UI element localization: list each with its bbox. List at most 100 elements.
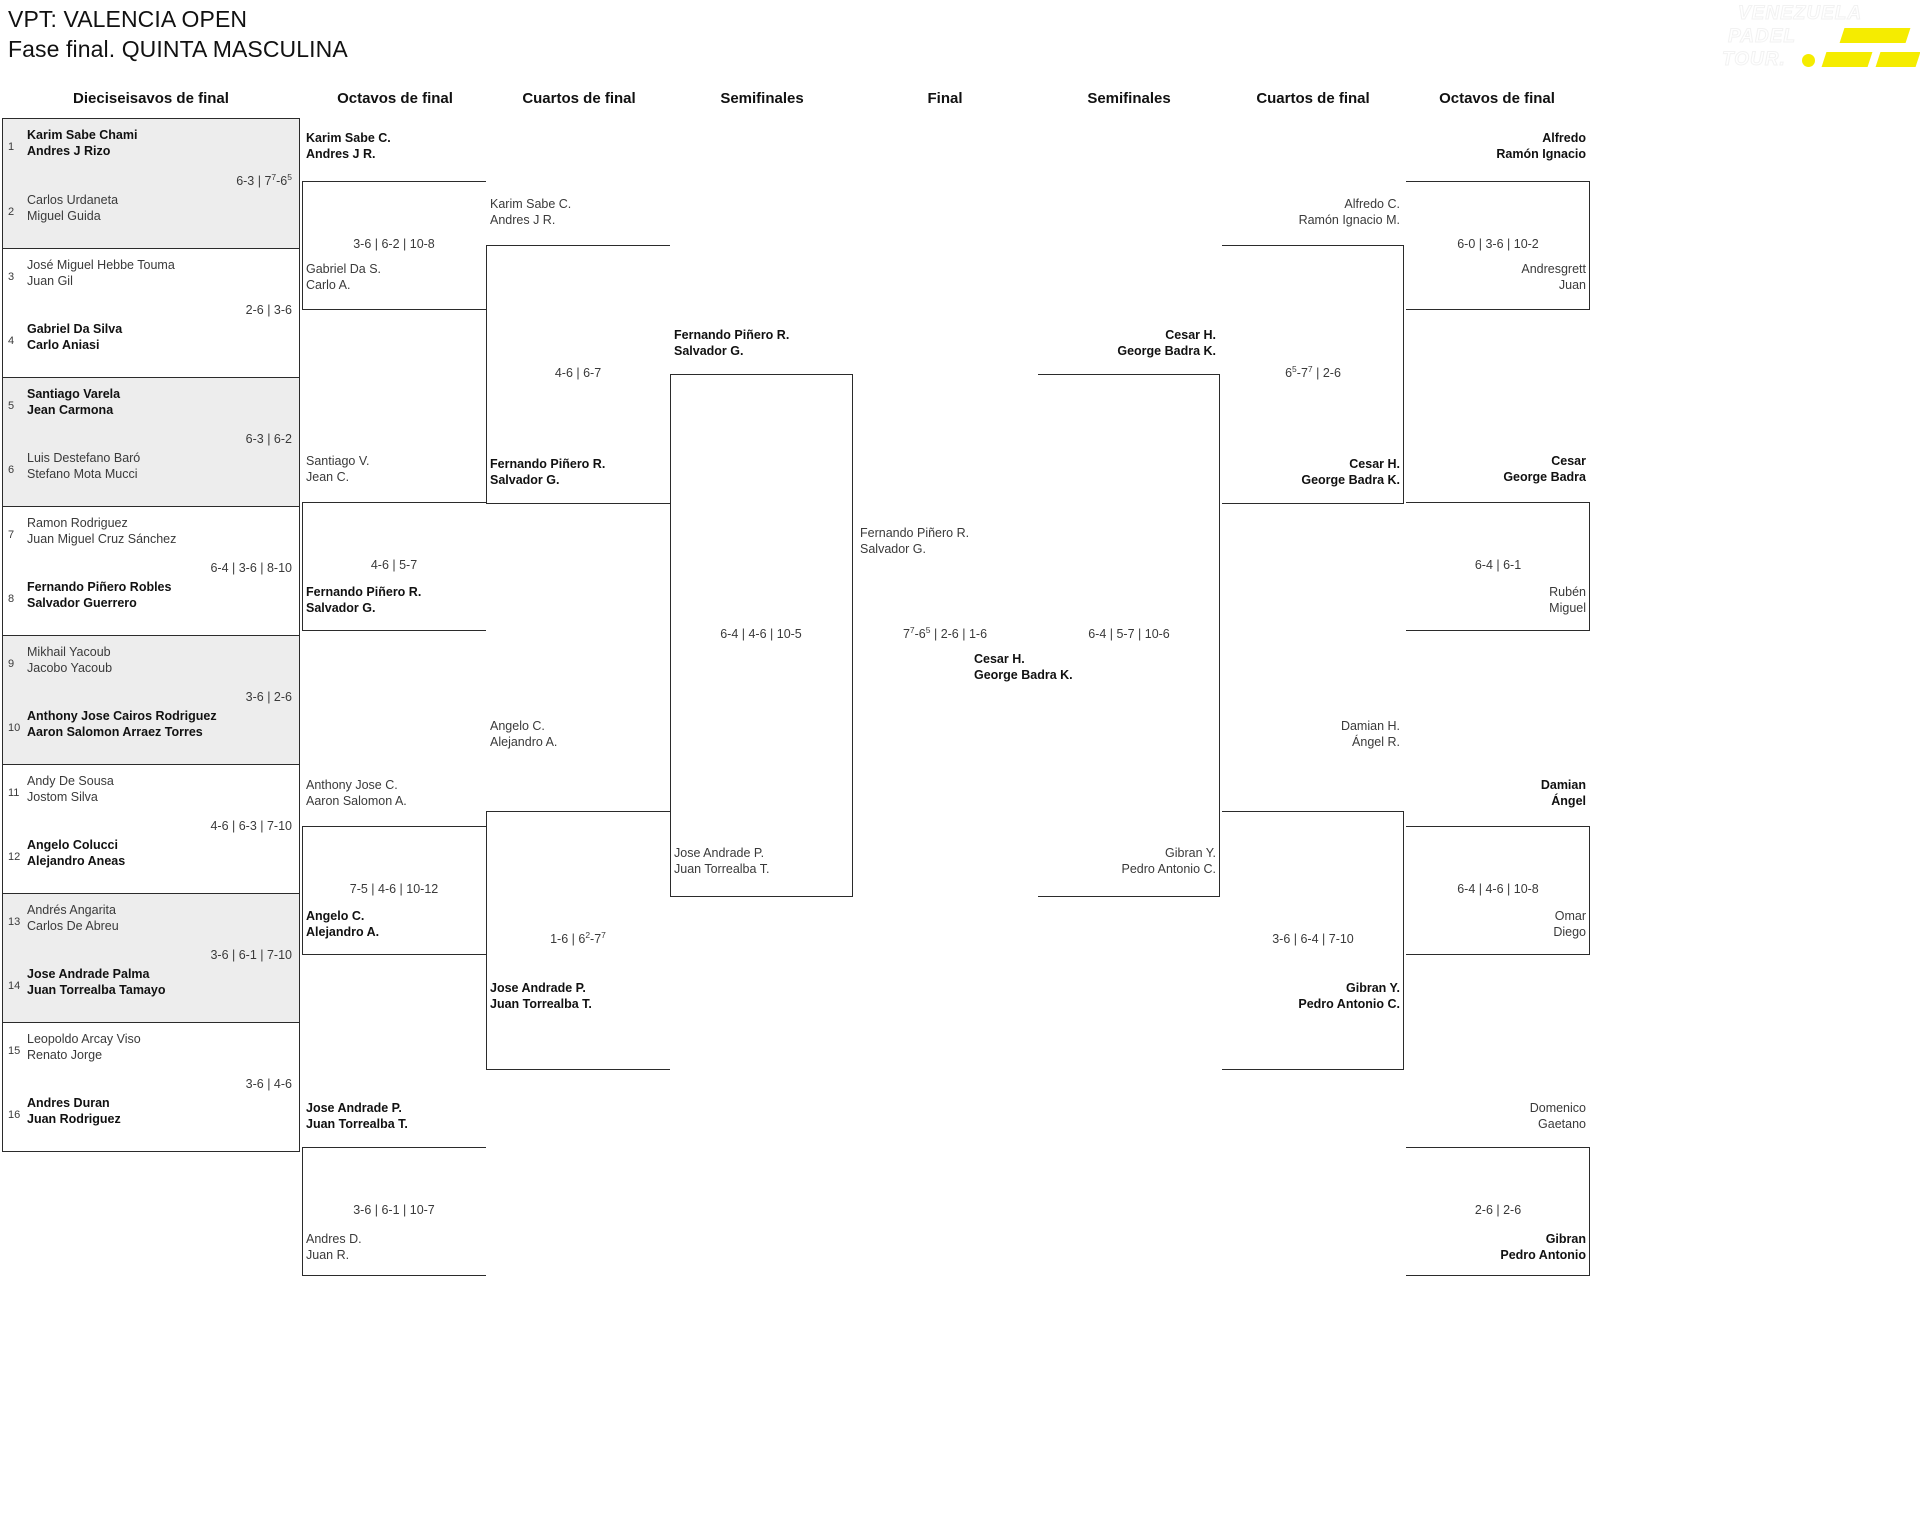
seed-number: 10	[8, 721, 21, 734]
round-header-final: Final	[927, 90, 963, 107]
player-pair: Jose Andrade P.Juan Torrealba T.	[674, 846, 770, 876]
bracket-connector	[670, 374, 852, 897]
logo-accent-bar-3	[1875, 52, 1920, 67]
player-pair: Angelo C.Alejandro A.	[306, 909, 380, 939]
bracket-connector	[1406, 502, 1590, 631]
player-pair: Fernando Piñero R.Salvador G.	[490, 457, 606, 487]
bracket-connector	[1222, 245, 1404, 504]
seed-number: 16	[8, 1108, 21, 1121]
player-pair: Anthony Jose C.Aaron Salomon A.	[306, 778, 407, 808]
round-header-r16-left: Octavos de final	[337, 90, 453, 107]
seed-number: 11	[8, 787, 20, 799]
logo-word-venezuela: VENEZUELA	[1737, 3, 1863, 24]
bracket-connector	[1406, 826, 1590, 955]
player-pair: Fernando Piñero R.Salvador G.	[306, 585, 422, 615]
seed-number: 1	[8, 141, 15, 153]
player-pair: Jose Andrade P.Juan Torrealba T.	[490, 981, 592, 1011]
match-score: 4-6 | 6-7	[554, 365, 602, 380]
match-score: 65-77 | 2-6	[1285, 363, 1341, 380]
round-header-sf-left: Semifinales	[720, 90, 804, 107]
match-score: 3-6 | 4-6	[245, 1076, 292, 1091]
player-pair: Gabriel Da S.Carlo A.	[306, 262, 382, 292]
seed-number: 6	[8, 463, 15, 476]
player-pair: Jose Andrade P.Juan Torrealba T.	[306, 1101, 408, 1131]
logo-accent-bar-1	[1839, 28, 1911, 43]
round-header-qf-left: Cuartos de final	[522, 90, 636, 107]
match-score: 3-6 | 6-1 | 10-7	[353, 1202, 435, 1217]
seed-number: 9	[8, 658, 15, 670]
player-pair: Fernando Piñero R.Salvador G.	[860, 526, 970, 556]
final-divider	[852, 374, 1038, 897]
player-pair: Gibran Y.Pedro Antonio C.	[1121, 846, 1216, 876]
player-pair: Angelo C.Alejandro A.	[490, 719, 558, 749]
player-pair: Santiago V.Jean C.	[306, 454, 370, 484]
bracket-connector	[1406, 1147, 1590, 1276]
match-score: 6-3 | 77-65	[236, 171, 292, 188]
match-score: 6-4 | 4-6 | 10-5	[720, 626, 802, 641]
round-header-r32-left: Dieciseisavos de final	[73, 90, 229, 107]
player-pair: Gibran Y.Pedro Antonio C.	[1298, 981, 1400, 1011]
match-score: 3-6 | 2-6	[245, 689, 292, 704]
match-score: 3-6 | 6-2 | 10-8	[353, 236, 435, 251]
bracket-connector	[302, 1147, 486, 1276]
player-pair: Damian H.Ángel R.	[1340, 719, 1400, 749]
bracket-connector	[302, 502, 486, 631]
seed-number: 13	[8, 916, 21, 928]
match-score: 77-65 | 2-6 | 1-6	[902, 624, 988, 641]
match-score: 6-0 | 3-6 | 10-2	[1457, 236, 1539, 251]
match-score: 6-4 | 6-1	[1474, 557, 1522, 572]
tournament-phase: Fase final. QUINTA MASCULINA	[8, 36, 348, 62]
match-score: 6-4 | 4-6 | 10-8	[1457, 881, 1539, 896]
seed-number: 7	[8, 529, 15, 541]
player-pair: Karim Sabe C.Andres J R.	[306, 131, 391, 161]
match-score: 7-5 | 4-6 | 10-12	[349, 881, 439, 896]
player-pair: Cesar H.George Badra K.	[1117, 328, 1216, 358]
seed-number: 8	[8, 592, 15, 605]
venezuela-padel-tour-logo: VENEZUELA PADEL TOUR.	[1714, 2, 1920, 80]
seed-number: 2	[8, 205, 15, 218]
match-score: 2-6 | 3-6	[245, 302, 292, 317]
match-score: 6-3 | 6-2	[245, 431, 292, 446]
match-score: 4-6 | 6-3 | 7-10	[210, 818, 292, 833]
player-pair: Cesar H.George Badra K.	[974, 652, 1073, 682]
player-pair: Cesar H.George Badra K.	[1301, 457, 1400, 487]
logo-accent-dot	[1802, 54, 1815, 67]
seed-number: 14	[8, 979, 21, 992]
logo-accent-bar-2	[1821, 52, 1873, 67]
bracket-connector	[486, 245, 670, 504]
seed-number: 5	[8, 400, 15, 412]
